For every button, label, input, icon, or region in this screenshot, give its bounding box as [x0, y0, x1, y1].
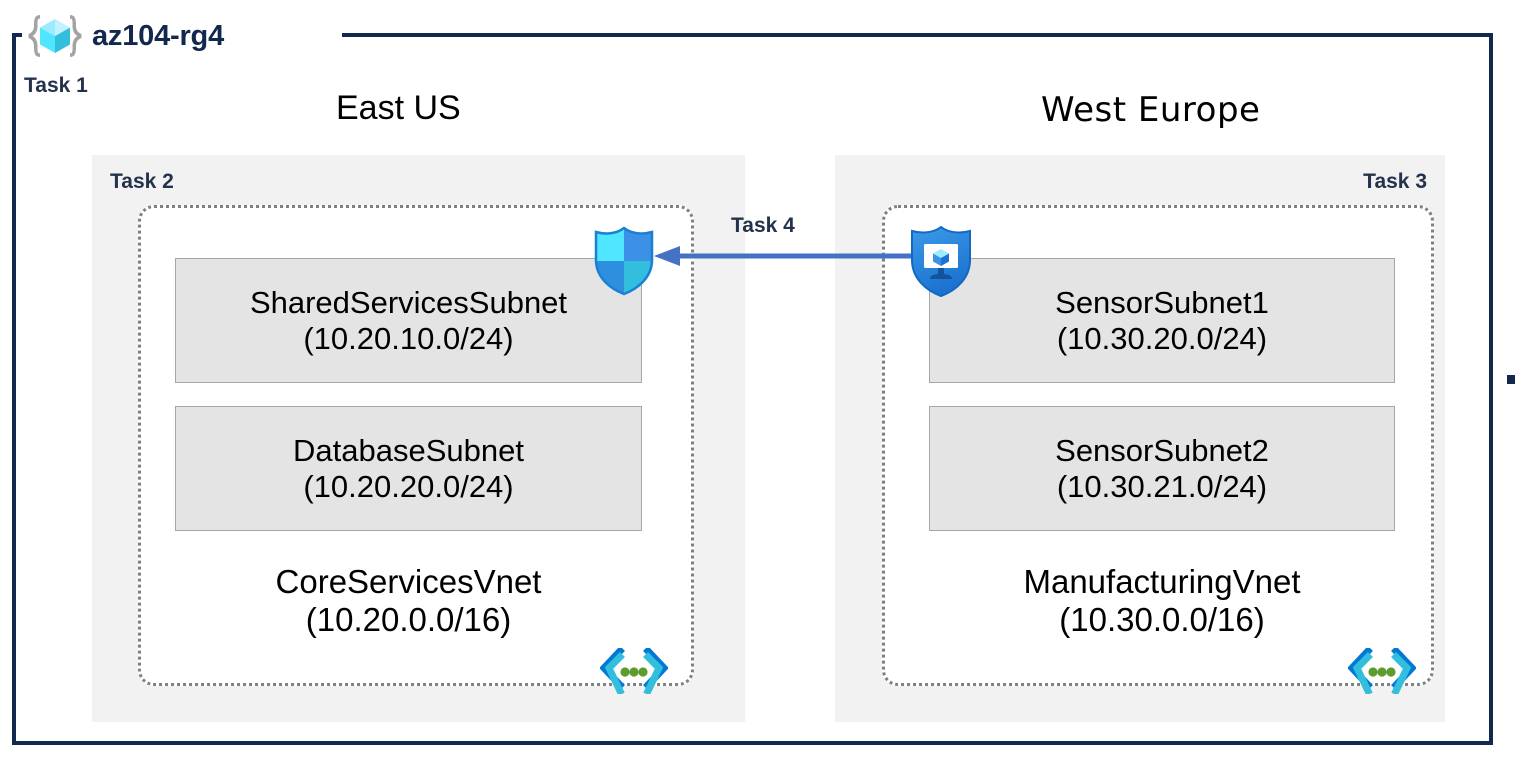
subnet-name: SharedServicesSubnet: [249, 284, 568, 320]
vnet-cidr: (10.30.0.0/16): [1059, 601, 1265, 639]
subnet-name: SensorSubnet1: [1055, 284, 1269, 320]
subnet-cidr: (10.30.21.0/24): [1056, 468, 1268, 504]
virtual-network-icon: [1347, 646, 1417, 696]
resource-group-header: az104-rg4: [26, 8, 224, 64]
subnet-databasesubnet: DatabaseSubnet (10.20.20.0/24): [175, 406, 642, 531]
task-1-label: Task 1: [24, 74, 88, 97]
task-4-label: Task 4: [731, 214, 795, 237]
task-3-label: Task 3: [1363, 170, 1427, 193]
region-title-west-europe: West Europe: [1041, 90, 1261, 130]
network-security-group-shield-icon: [593, 226, 655, 296]
peering-arrow: [650, 236, 930, 276]
resource-group-icon: [26, 12, 84, 60]
region-title-east-us: East US: [336, 89, 461, 127]
edge-handle-mark: [1507, 375, 1515, 384]
subnet-name: SensorSubnet2: [1055, 432, 1269, 468]
virtual-network-icon: [599, 646, 669, 696]
subnet-sensorsubnet2: SensorSubnet2 (10.30.21.0/24): [929, 406, 1395, 531]
vnet-caption-coreservicesvnet: CoreServicesVnet (10.20.0.0/16): [175, 563, 642, 640]
resource-group-name: az104-rg4: [92, 19, 224, 52]
task-2-label: Task 2: [110, 170, 174, 193]
vnet-name: CoreServicesVnet: [275, 563, 542, 600]
subnet-cidr: (10.30.20.0/24): [1056, 320, 1268, 356]
vnet-name: ManufacturingVnet: [1023, 563, 1301, 600]
vnet-cidr: (10.20.0.0/16): [305, 601, 512, 639]
bastion-shield-monitor-icon: [908, 224, 974, 298]
subnet-cidr: (10.20.20.0/24): [303, 468, 514, 504]
subnet-sensorsubnet1: SensorSubnet1 (10.30.20.0/24): [929, 258, 1395, 383]
subnet-sharedservicessubnet: SharedServicesSubnet (10.20.10.0/24): [175, 258, 642, 383]
subnet-name: DatabaseSubnet: [293, 432, 524, 468]
vnet-caption-manufacturingvnet: ManufacturingVnet (10.30.0.0/16): [929, 563, 1395, 640]
subnet-cidr: (10.20.10.0/24): [303, 320, 514, 356]
